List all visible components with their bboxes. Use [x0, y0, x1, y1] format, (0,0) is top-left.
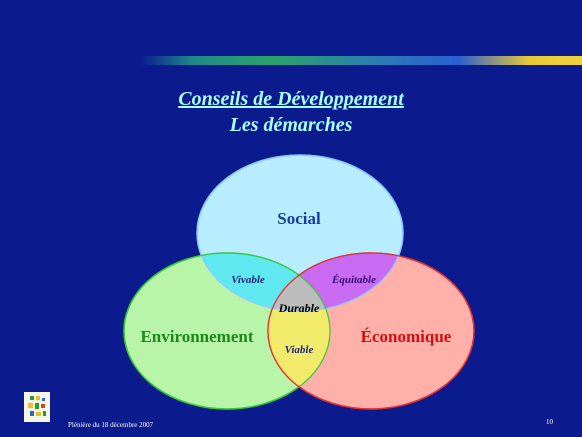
label-environnement: Environnement	[140, 327, 253, 346]
label-social: Social	[277, 209, 321, 228]
slide-title: Conseils de Développement	[178, 88, 404, 110]
footer-text: Plénière du 18 décembre 2007	[68, 421, 154, 429]
label-economique: Économique	[361, 327, 452, 346]
region-equitable	[268, 253, 403, 311]
logo-icon	[24, 392, 50, 422]
page-number: 10	[546, 418, 553, 426]
label-vivable: Vivable	[231, 274, 265, 286]
label-durable: Durable	[278, 301, 320, 315]
slide-subtitle: Les démarches	[229, 114, 353, 136]
label-viable: Viable	[285, 344, 314, 356]
region-vivable	[197, 253, 330, 311]
decorative-gradient-bar	[140, 56, 582, 65]
label-equitable: Équitable	[331, 274, 376, 286]
